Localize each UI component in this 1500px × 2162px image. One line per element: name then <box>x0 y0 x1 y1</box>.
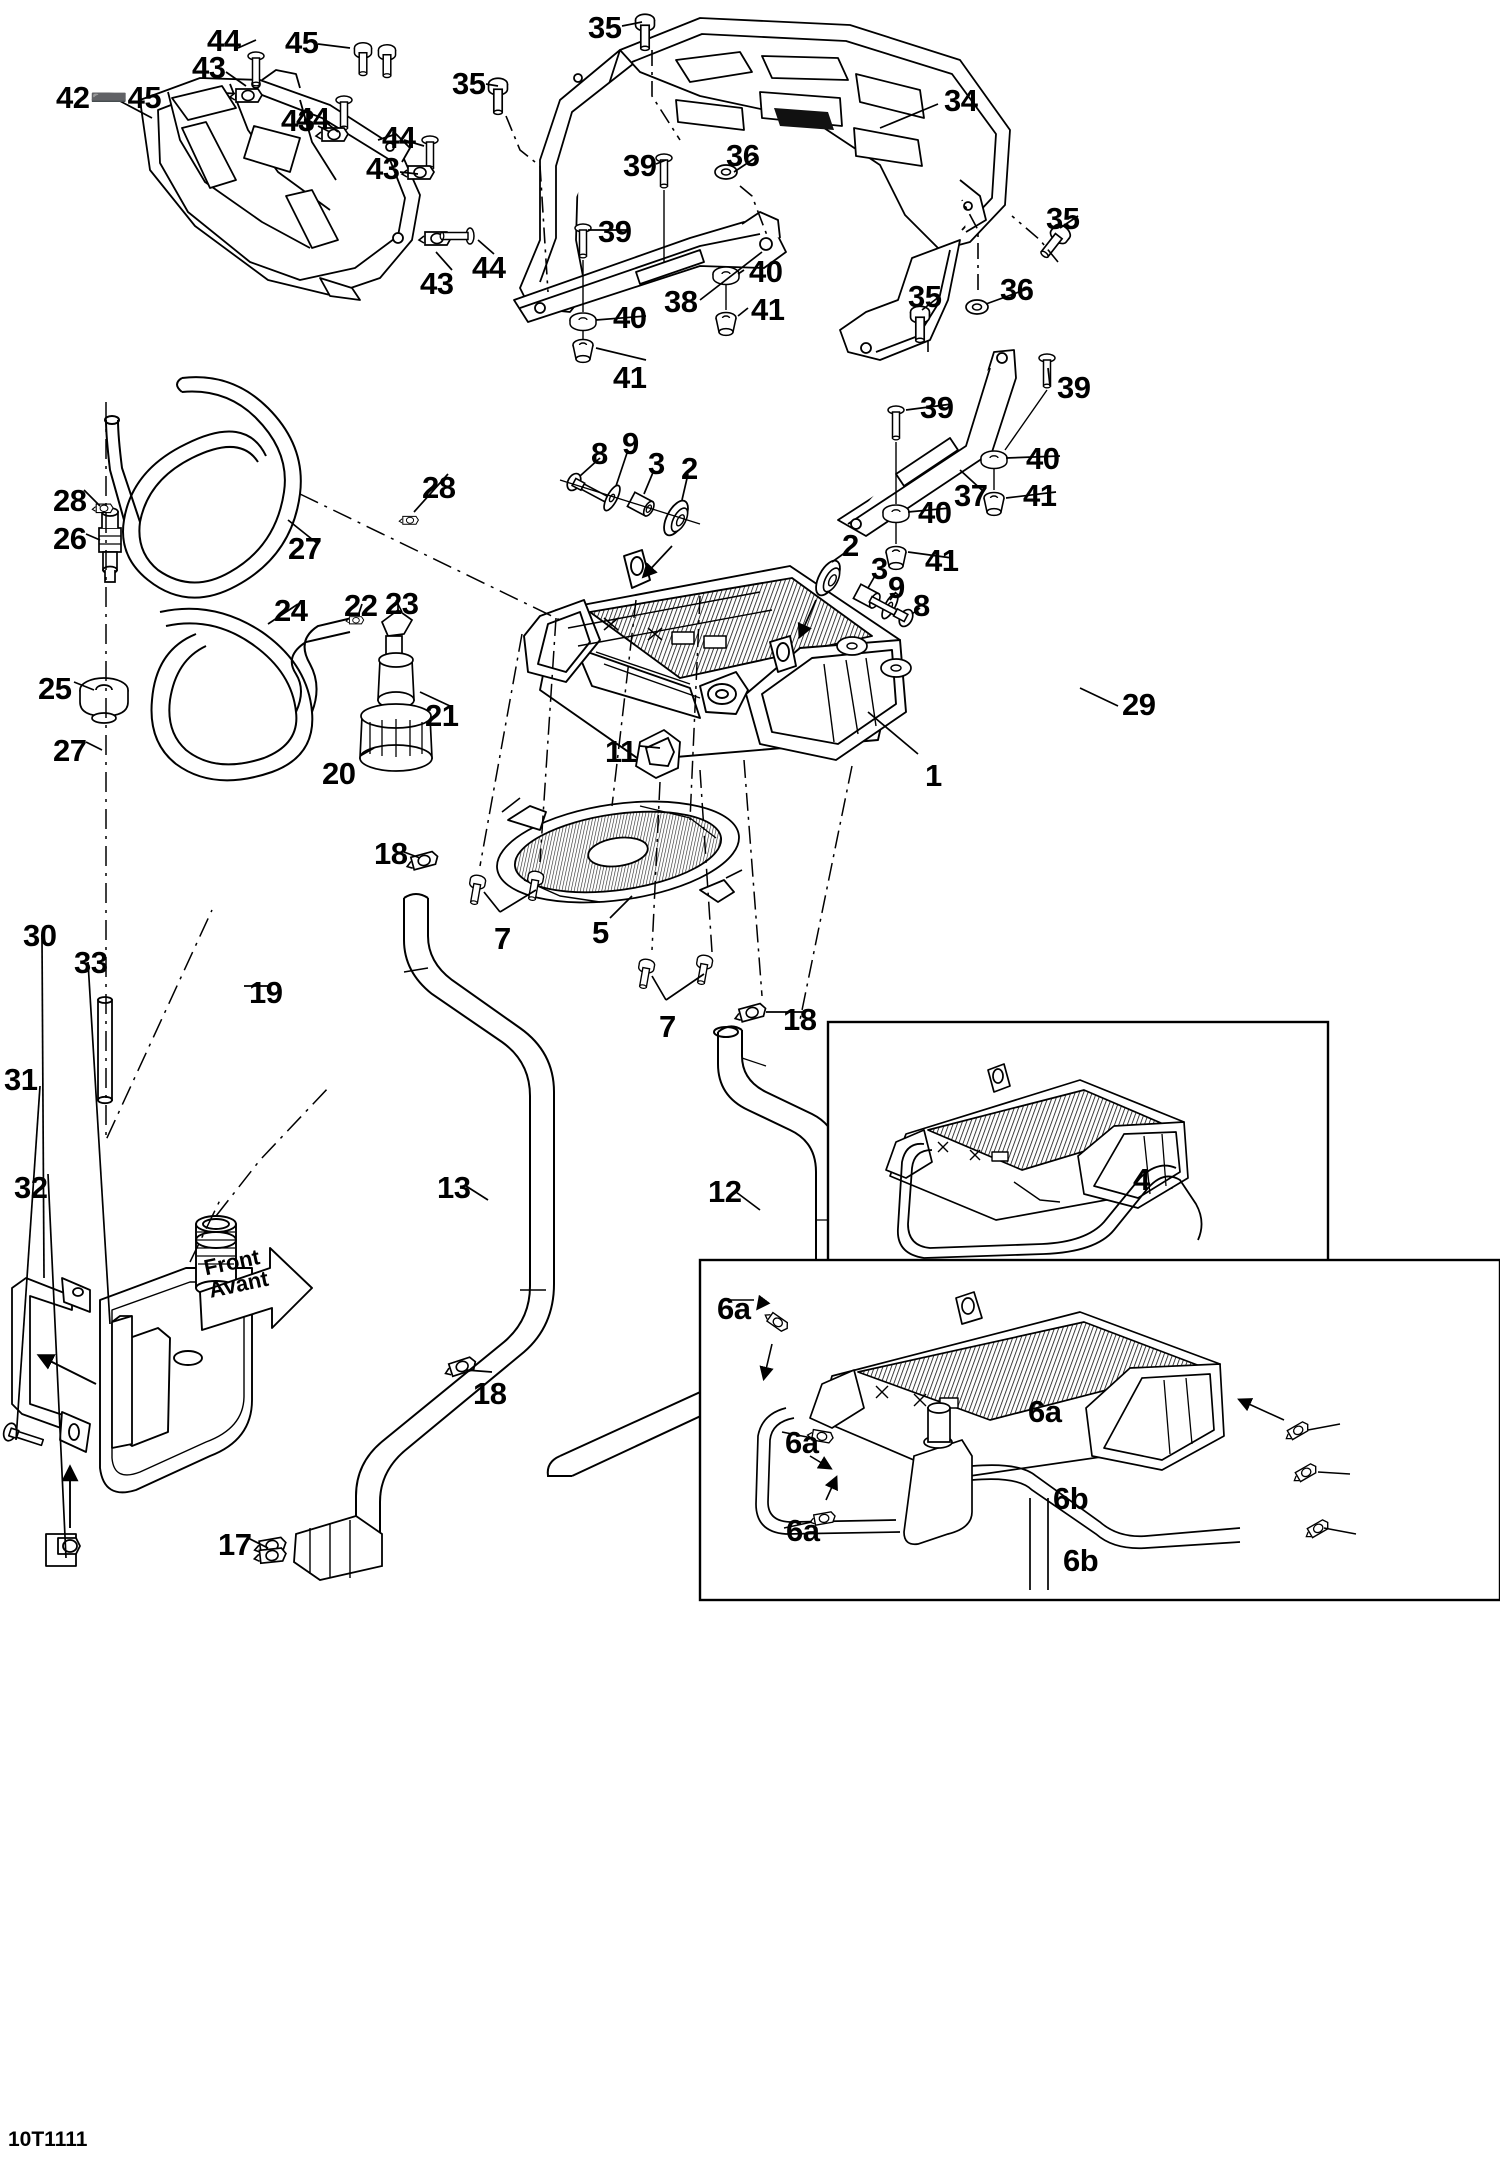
callout-number-18: 18 <box>473 1376 507 1411</box>
callout-number-30: 30 <box>23 918 57 953</box>
callout-number-6b: 6b <box>1053 1481 1089 1516</box>
callout-number-40: 40 <box>613 300 647 335</box>
callout-number-3: 3 <box>871 551 888 586</box>
callout-number-6a: 6a <box>786 1513 820 1548</box>
callout-number-11: 11 <box>605 734 637 769</box>
callout-number-1: 1 <box>925 758 942 793</box>
callout-number-37: 37 <box>954 478 988 513</box>
callout-number-31: 31 <box>4 1062 38 1097</box>
callout-number-25: 25 <box>38 671 72 706</box>
callout-number-36: 36 <box>726 138 760 173</box>
callout-number-43: 43 <box>281 103 315 138</box>
callout-number-39: 39 <box>1057 370 1091 405</box>
callout-number-44: 44 <box>472 250 506 285</box>
callout-number-38: 38 <box>664 284 698 319</box>
callout-number-44: 44 <box>207 23 241 58</box>
callout-number-35: 35 <box>1046 201 1080 236</box>
callout-number-17: 17 <box>218 1527 252 1562</box>
callout-number-35: 35 <box>452 66 486 101</box>
callout-number-36: 36 <box>1000 272 1034 307</box>
callout-number-13: 13 <box>437 1170 471 1205</box>
callout-number-28: 28 <box>53 483 87 518</box>
callout-number-23: 23 <box>385 586 419 621</box>
callout-number-39: 39 <box>920 390 954 425</box>
callout-number-41: 41 <box>613 360 647 395</box>
callout-number-44: 44 <box>296 101 330 136</box>
callout-number-35: 35 <box>588 10 622 45</box>
callout-number-9: 9 <box>888 570 905 605</box>
callout-number-27: 27 <box>53 733 87 768</box>
callout-number-2: 2 <box>681 451 698 486</box>
callout-number-21: 21 <box>425 698 459 733</box>
callout-number-40: 40 <box>1026 441 1060 476</box>
callout-number-41: 41 <box>925 543 959 578</box>
callout-number-34: 34 <box>944 83 978 118</box>
callout-number-12: 12 <box>708 1174 742 1209</box>
drawing-code: 10T1111 <box>8 2128 88 2151</box>
callout-number-27: 27 <box>288 531 322 566</box>
callout-number-18: 18 <box>374 836 408 871</box>
callout-number-41: 41 <box>751 292 785 327</box>
callout-number-5: 5 <box>592 915 609 950</box>
callout-number-9: 9 <box>622 426 639 461</box>
callout-number-33: 33 <box>74 945 108 980</box>
callout-number-6a: 6a <box>785 1425 819 1460</box>
callout-number-43: 43 <box>366 151 400 186</box>
callout-number-4245: 42➖45 <box>56 80 162 115</box>
callout-number-18: 18 <box>783 1002 817 1037</box>
callout-number-24: 24 <box>274 593 308 628</box>
callout-number-43: 43 <box>420 266 454 301</box>
callout-number-39: 39 <box>623 148 657 183</box>
callout-number-40: 40 <box>749 254 783 289</box>
callout-number-32: 32 <box>14 1170 48 1205</box>
callout-number-40: 40 <box>918 495 952 530</box>
callout-number-4: 4 <box>1133 1162 1150 1197</box>
callout-number-45: 45 <box>285 25 319 60</box>
callout-number-6b: 6b <box>1063 1543 1099 1578</box>
callout-number-22: 22 <box>344 588 378 623</box>
callout-number-44: 44 <box>382 120 416 155</box>
callout-number-43: 43 <box>192 50 226 85</box>
callout-number-8: 8 <box>591 436 608 471</box>
callout-number-35: 35 <box>908 279 942 314</box>
callout-number-2: 2 <box>842 528 859 563</box>
callout-number-20: 20 <box>322 756 356 791</box>
callout-number-3: 3 <box>648 446 665 481</box>
callout-number-6a: 6a <box>1028 1394 1062 1429</box>
callout-number-26: 26 <box>53 521 87 556</box>
callout-number-6a: 6a <box>717 1291 751 1326</box>
callout-number-8: 8 <box>913 588 930 623</box>
callout-number-7: 7 <box>494 921 511 956</box>
callout-number-39: 39 <box>598 214 632 249</box>
callout-number-7: 7 <box>659 1009 676 1044</box>
callout-number-28: 28 <box>422 470 456 505</box>
callout-number-19: 19 <box>249 975 283 1010</box>
callout-number-41: 41 <box>1023 478 1057 513</box>
callout-number-29: 29 <box>1122 687 1156 722</box>
